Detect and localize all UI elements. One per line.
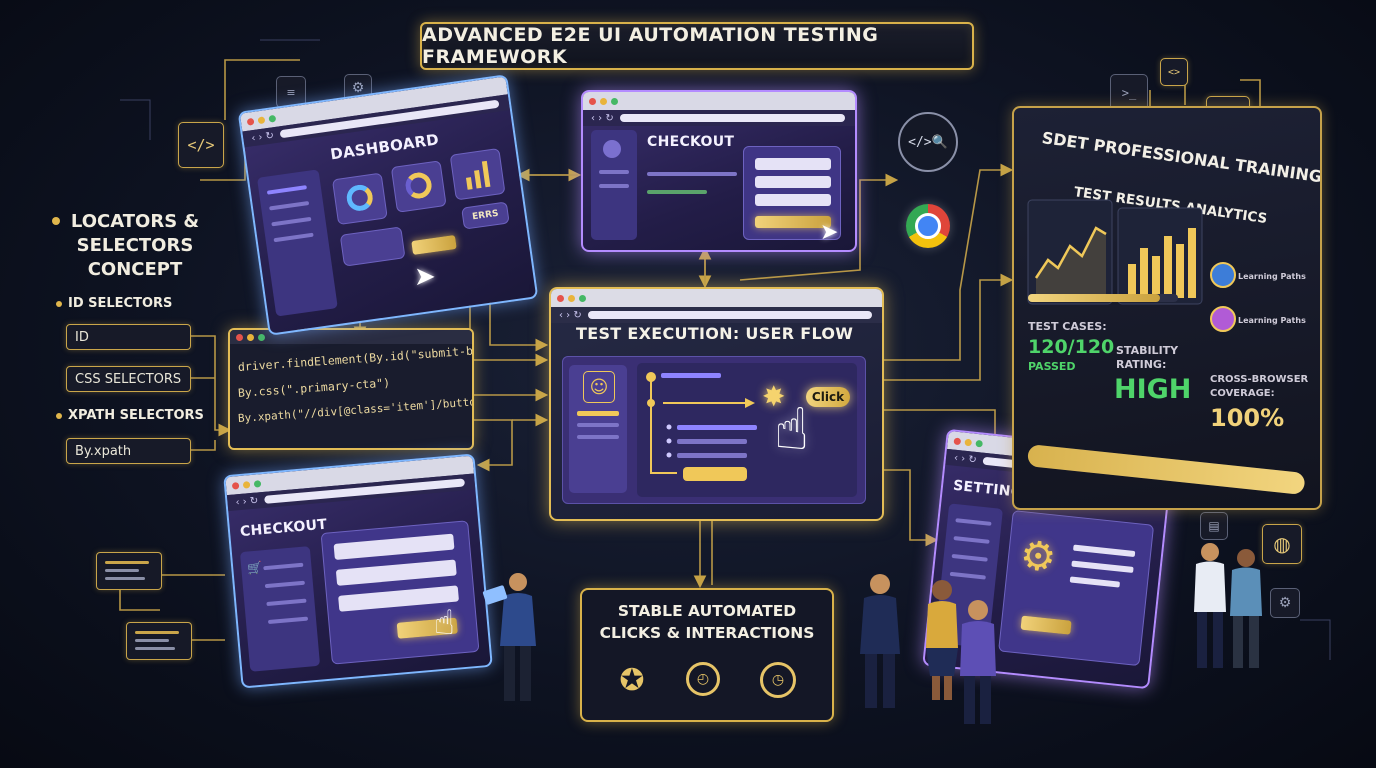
- xpath-selector-box[interactable]: By.xpath: [66, 438, 191, 464]
- flow-steps: [646, 372, 757, 481]
- learning-paths-1: Learning Paths: [1238, 272, 1306, 281]
- analytics-charts: [1027, 199, 1203, 305]
- stability-label-2: RATING:: [1116, 358, 1167, 371]
- person-woman: [926, 580, 958, 700]
- person-with-laptop: [482, 573, 536, 701]
- css-selector-box[interactable]: CSS SELECTORS: [66, 366, 191, 392]
- checkmark-badge-icon: ✪: [619, 662, 645, 698]
- code-icon: </>: [178, 122, 224, 168]
- click-badge: Click: [806, 387, 850, 407]
- person-analyst: [1230, 549, 1262, 668]
- code-line-1: driver.findElement(By.id("submit-button"…: [237, 339, 474, 374]
- coverage-bar: [1026, 444, 1306, 495]
- test-cases-status: PASSED: [1028, 360, 1076, 373]
- speedometer-icon: ◴: [686, 662, 720, 696]
- checkout-window-bottom: ‹ › ↻ CHECKOUT 🛒: [223, 453, 493, 689]
- concept-bullet: [52, 217, 60, 225]
- page-title: ADVANCED E2E UI AUTOMATION TESTING FRAME…: [420, 22, 974, 70]
- dashboard-action-button[interactable]: [411, 234, 457, 255]
- coverage-value: 100%: [1210, 404, 1285, 432]
- coverage-label-2: COVERAGE:: [1210, 388, 1275, 399]
- pointer-hand-icon: ☝: [774, 395, 810, 463]
- stable-interactions-panel: STABLE AUTOMATED CLICKS & INTERACTIONS ✪…: [580, 588, 834, 722]
- id-selectors-label: ID SELECTORS: [68, 296, 173, 311]
- heading-line-2: SELECTORS: [76, 235, 194, 256]
- locators-heading: LOCATORS & SELECTORS CONCEPT: [60, 210, 210, 282]
- stability-label-1: STABILITY: [1116, 344, 1179, 357]
- cursor-icon: ➤: [414, 262, 436, 292]
- errors-badge: ERRS: [461, 201, 510, 230]
- stable-line-1: STABLE AUTOMATED: [617, 602, 797, 620]
- stopwatch-icon: ◷: [760, 662, 796, 698]
- person-presenter: [1194, 543, 1226, 668]
- bullet-icon: [56, 413, 62, 419]
- code-window-bar: [230, 330, 472, 344]
- person-businessman: [860, 574, 900, 708]
- learning-paths-2: Learning Paths: [1238, 316, 1306, 325]
- stable-line-2: CLICKS & INTERACTIONS: [599, 624, 815, 642]
- dashboard-title: DASHBOARD: [329, 130, 441, 164]
- checkout-bottom-title: CHECKOUT: [239, 516, 328, 541]
- dashboard-window: ‹ › ↻ DASHBOARD ERRS: [237, 74, 539, 336]
- chrome-icon: [906, 204, 950, 248]
- cursor-icon: ➤: [820, 220, 839, 245]
- checkout-top-submit[interactable]: [755, 216, 831, 228]
- bar-chart-icon: [465, 160, 491, 190]
- coverage-label-1: CROSS-BROWSER: [1210, 374, 1309, 385]
- avatar: [1210, 262, 1236, 288]
- click-burst-icon: ✸: [762, 380, 786, 413]
- terminal-icon: >_: [1110, 74, 1148, 112]
- checkout-top-field-3[interactable]: [755, 194, 831, 206]
- test-cases-label: TEST CASES:: [1028, 320, 1107, 333]
- checkout-top-title: CHECKOUT: [647, 134, 735, 150]
- settings-icon: ⚙: [1270, 588, 1300, 618]
- xpath-selectors-label: XPATH SELECTORS: [68, 408, 204, 423]
- cart-icon: 🛒: [246, 560, 263, 576]
- inspect-icon: </>🔍: [898, 112, 958, 172]
- execution-title: TEST EXECUTION: USER FLOW: [576, 324, 854, 343]
- user-icon: ☺: [583, 371, 615, 403]
- code-card-2: [126, 622, 192, 660]
- id-selector-box[interactable]: ID: [66, 324, 191, 350]
- avatar: [1210, 306, 1236, 332]
- execution-content-panel: ☺: [562, 356, 866, 504]
- analytics-panel: SDET PROFESSIONAL TRAINING TEST RESULTS …: [1012, 106, 1322, 510]
- checkout-top-field-2[interactable]: [755, 176, 831, 188]
- document-icon: ▤: [1200, 512, 1228, 540]
- code-window: driver.findElement(By.id("submit-button"…: [228, 328, 474, 450]
- gear-icon: ⚙: [1017, 532, 1059, 582]
- code-line-3: By.xpath("//div[@class='item']/button"): [237, 393, 474, 425]
- code-icon: <>: [1160, 58, 1188, 86]
- heading-line-1: LOCATORS &: [70, 211, 200, 232]
- stability-value: HIGH: [1114, 374, 1192, 405]
- bullet-icon: [56, 301, 62, 307]
- checkout-top-field-1[interactable]: [755, 158, 831, 170]
- person-colleague: [960, 600, 996, 724]
- checkout-window-top: ‹ › ↻ CHECKOUT: [581, 90, 857, 252]
- code-line-2: By.css(".primary-cta"): [237, 375, 391, 400]
- progress-bar: [1028, 294, 1178, 302]
- test-cases-value: 120/120: [1028, 336, 1115, 358]
- analytics-heading: SDET PROFESSIONAL TRAINING: [1040, 128, 1322, 187]
- pointer-hand-icon: ☝: [434, 603, 455, 643]
- code-card-1: [96, 552, 162, 590]
- globe-icon: ◍: [1262, 524, 1302, 564]
- heading-line-3: CONCEPT: [87, 259, 183, 280]
